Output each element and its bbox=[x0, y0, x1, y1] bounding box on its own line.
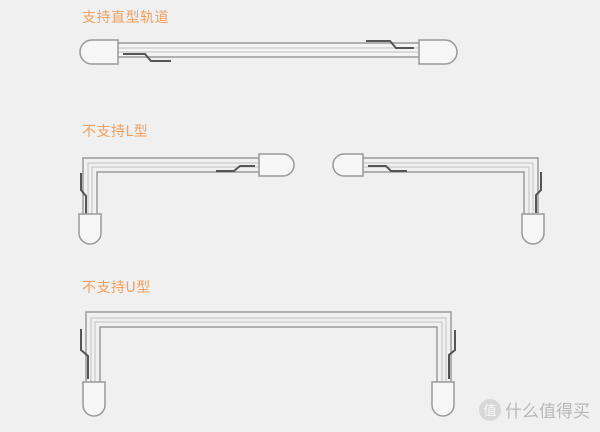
section-title-straight: 支持直型轨道 bbox=[82, 10, 169, 26]
watermark-text: 什么值得买 bbox=[505, 402, 590, 422]
watermark: 值 什么值得买 bbox=[479, 397, 590, 422]
u-shape-rail bbox=[80, 311, 456, 417]
end-cap-left bbox=[79, 39, 119, 65]
section-title-u-shape: 不支持U型 bbox=[82, 280, 151, 296]
watermark-badge-icon: 值 bbox=[479, 398, 501, 421]
straight-rail-diagram bbox=[79, 39, 458, 65]
l-shape-rail-left bbox=[78, 153, 295, 245]
l-shape-rail-right bbox=[332, 153, 545, 245]
end-cap-right bbox=[418, 39, 458, 65]
section-title-l-shape: 不支持L型 bbox=[82, 124, 149, 140]
